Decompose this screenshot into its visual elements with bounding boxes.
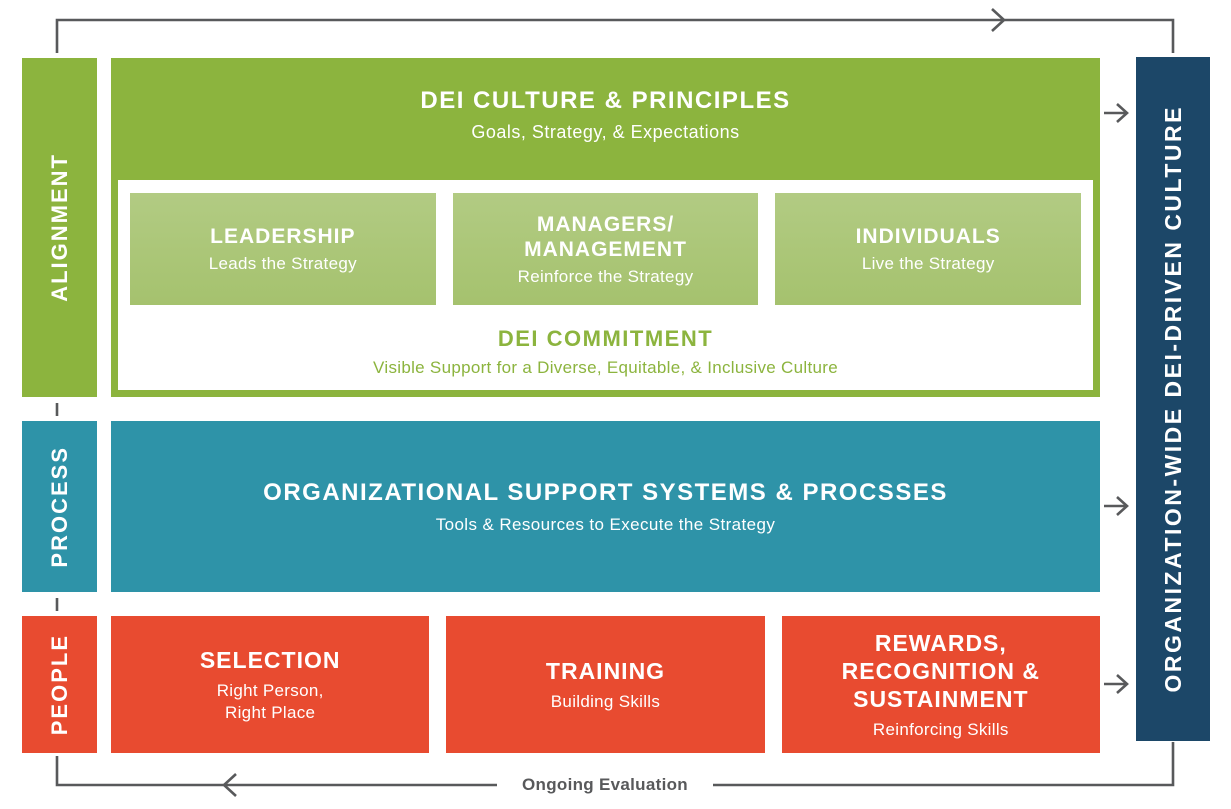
- dei-commitment-title: DEI COMMITMENT: [497, 326, 714, 351]
- individuals-box: INDIVIDUALS Live the Strategy: [775, 193, 1082, 305]
- alignment-to-culture-arrow: [1104, 103, 1129, 123]
- leadership-title: LEADERSHIP: [210, 225, 356, 248]
- dei-culture-inner-panel: LEADERSHIP Leads the Strategy MANAGERS/ …: [118, 180, 1093, 390]
- organization-wide-culture-label: ORGANIZATION-WIDE DEI-DRIVEN CULTURE: [1159, 105, 1186, 693]
- ongoing-evaluation-label: Ongoing Evaluation: [522, 775, 688, 794]
- dei-culture-title: DEI CULTURE & PRINCIPLES: [420, 87, 791, 114]
- selection-subtitle: Right Person, Right Place: [216, 680, 324, 722]
- individuals-title: INDIVIDUALS: [855, 225, 1001, 248]
- rewards-box: REWARDS, RECOGNITION & SUSTAINMENT Reinf…: [781, 616, 1100, 753]
- managers-title: MANAGERS/ MANAGEMENT: [524, 212, 687, 261]
- dei-commitment-subtitle: Visible Support for a Diverse, Equitable…: [373, 358, 838, 377]
- leadership-subtitle: Leads the Strategy: [208, 254, 357, 273]
- organizational-support-box: ORGANIZATIONAL SUPPORT SYSTEMS & PROCSSE…: [111, 421, 1100, 592]
- people-to-culture-arrow: [1104, 674, 1129, 694]
- feedback-arrowhead-icon: [222, 773, 237, 797]
- top-feedforward-line: [55, 18, 1175, 53]
- training-subtitle: Building Skills: [550, 691, 661, 711]
- rewards-title: REWARDS, RECOGNITION & SUSTAINMENT: [841, 629, 1040, 712]
- individuals-subtitle: Live the Strategy: [861, 254, 995, 273]
- process-rail-label: PROCESS: [46, 445, 72, 568]
- leadership-box: LEADERSHIP Leads the Strategy: [130, 193, 436, 305]
- organization-wide-culture-bar: ORGANIZATION-WIDE DEI-DRIVEN CULTURE: [1136, 57, 1210, 741]
- alignment-rail-label: ALIGNMENT: [46, 153, 72, 302]
- training-title: TRAINING: [545, 657, 666, 684]
- selection-title: SELECTION: [199, 646, 341, 673]
- selection-box: SELECTION Right Person, Right Place: [111, 616, 430, 753]
- people-boxes-row: SELECTION Right Person, Right Place TRAI…: [111, 616, 1100, 753]
- organizational-support-title: ORGANIZATIONAL SUPPORT SYSTEMS & PROCSSE…: [263, 478, 948, 506]
- organizational-support-subtitle: Tools & Resources to Execute the Strateg…: [435, 514, 776, 534]
- managers-subtitle: Reinforce the Strategy: [517, 266, 694, 286]
- top-feedforward-arrowhead-icon: [991, 8, 1006, 32]
- alignment-rail-bar: ALIGNMENT: [22, 58, 97, 397]
- feedback-line-left: [55, 756, 497, 787]
- people-rail-label: PEOPLE: [46, 633, 72, 736]
- people-rail-bar: PEOPLE: [22, 616, 97, 753]
- training-box: TRAINING Building Skills: [446, 616, 765, 753]
- process-to-culture-arrow: [1104, 496, 1129, 516]
- managers-box: MANAGERS/ MANAGEMENT Reinforce the Strat…: [452, 193, 759, 305]
- process-rail-bar: PROCESS: [22, 421, 97, 592]
- dei-culture-principles-box: DEI CULTURE & PRINCIPLES Goals, Strategy…: [111, 58, 1100, 397]
- rewards-subtitle: Reinforcing Skills: [872, 719, 1009, 739]
- dei-culture-subtitle: Goals, Strategy, & Expectations: [471, 122, 740, 142]
